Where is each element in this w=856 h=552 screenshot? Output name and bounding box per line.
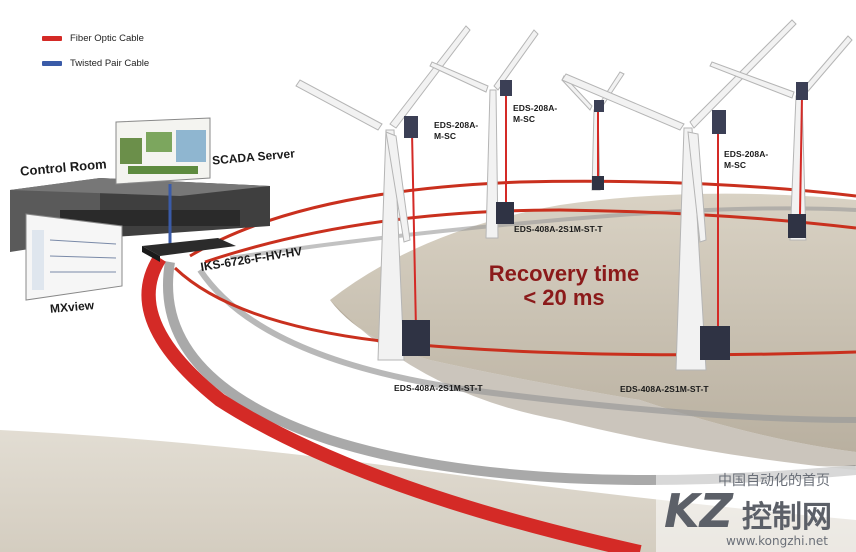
legend-twisted-label: Twisted Pair Cable [70, 58, 150, 69]
core-switch [142, 238, 236, 256]
fiber-ring [189, 179, 856, 258]
recovery-line-2: < 20 ms [523, 285, 605, 310]
shadow-cable [229, 206, 856, 260]
switch-box [500, 80, 512, 96]
shadow-cable [197, 268, 856, 423]
scada-screen [115, 117, 211, 246]
switch-box [592, 176, 604, 190]
switch-box [404, 116, 418, 138]
wind-turbine [429, 29, 539, 239]
wind-turbine [561, 19, 797, 371]
switch-box [700, 326, 730, 360]
turbine-1-switch-label: EDS-208A- M-SC [434, 120, 479, 141]
fiber-drop [799, 95, 803, 215]
legend-fiber-label: Fiber Optic Cable [70, 33, 144, 44]
legend-fiber-swatch [42, 36, 62, 41]
mid-switch-label: EDS-408A-2S1M-ST-T [514, 224, 603, 234]
switch-box [796, 82, 808, 100]
mxview-screen [25, 213, 123, 301]
watermark: 中国自动化的首页 KZ 控制网 www.kongzhi.net [656, 466, 856, 552]
fiber-drop [411, 131, 417, 331]
fiber-ring [204, 208, 856, 264]
base-switch-right-label: EDS-408A-2S1M-ST-T [620, 384, 709, 394]
recovery-line-1: Recovery time [488, 261, 640, 286]
legend-fiber: Fiber Optic Cable [42, 33, 144, 44]
base-switch-left-label: EDS-408A-2S1M-ST-T [394, 383, 483, 393]
watermark-name: 控制网 [742, 500, 832, 535]
hill-shadow [330, 300, 856, 470]
switch-box [496, 202, 514, 224]
turbine-2-switch-label: EDS-208A- M-SC [513, 103, 558, 124]
watermark-tagline: 中国自动化的首页 [718, 473, 830, 489]
legend-twisted: Twisted Pair Cable [42, 58, 149, 69]
legend-twisted-swatch [42, 61, 62, 66]
fiber-ring-outer [141, 254, 642, 552]
watermark-logo: KZ [664, 484, 733, 538]
hill [330, 193, 856, 453]
switch-box [402, 320, 430, 356]
switch-box [594, 100, 604, 112]
watermark-url: www.kongzhi.net [726, 534, 828, 548]
switch-box [788, 214, 806, 238]
wind-turbine [709, 35, 853, 241]
recovery-time-callout: Recovery time < 20 ms [478, 262, 650, 310]
turbine-3-switch-label: EDS-208A- M-SC [724, 149, 769, 170]
switch-box [712, 110, 726, 134]
wind-turbine [295, 25, 471, 361]
